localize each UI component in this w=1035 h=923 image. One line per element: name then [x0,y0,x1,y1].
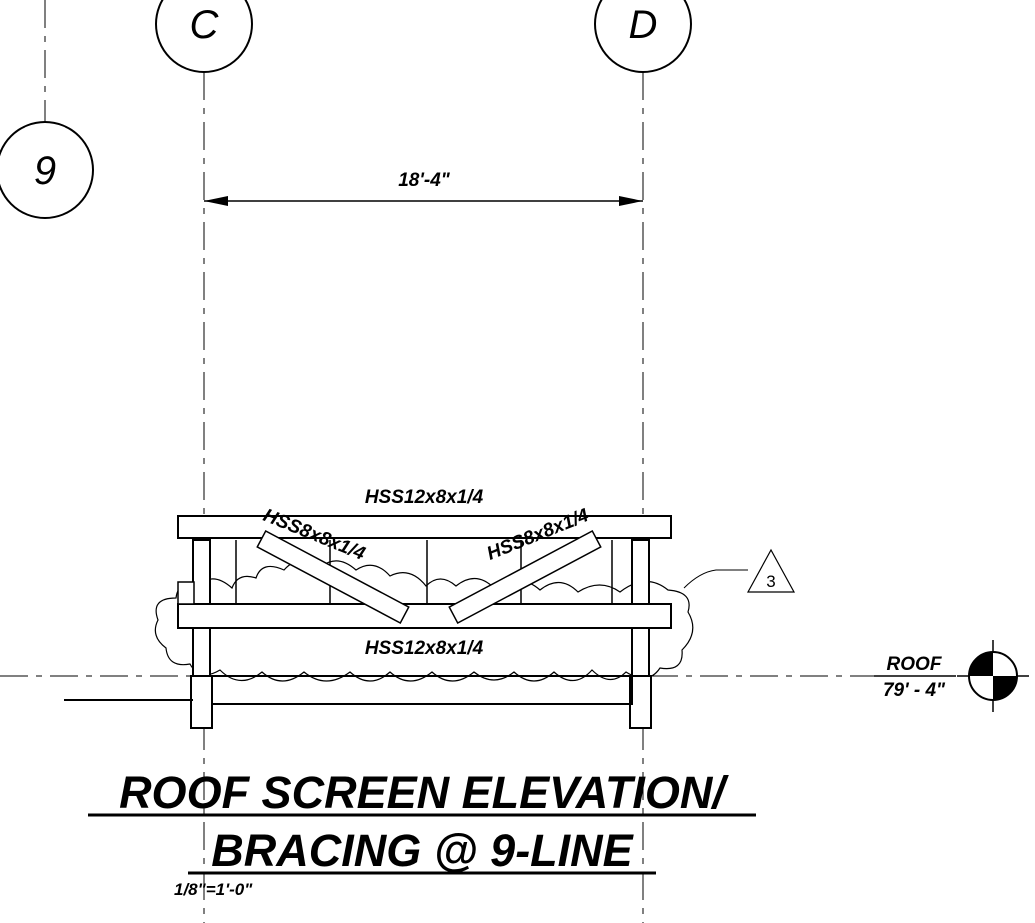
left-brace [256,530,410,624]
grid-bubble-9: 9 [0,121,94,219]
end-clip [177,581,195,605]
revision-tag-number: 3 [766,572,775,591]
post-base-right [629,675,652,729]
label-bottom-beam: HSS12x8x1/4 [365,638,484,659]
bottom-beam [177,603,672,629]
dimension-label: 18'-4" [398,170,451,191]
title-line-2: BRACING @ 9-LINE [211,825,634,876]
label-top-beam: HSS12x8x1/4 [365,487,484,508]
grid-bubble-d: D [594,0,692,73]
title-scale: 1/8"=1'-0" [174,880,253,899]
level-name: ROOF [887,654,943,675]
level-elevation: 79' - 4" [883,680,946,701]
revision-tag: 3 [683,548,796,593]
grid-bubble-c-label: C [190,3,220,47]
level-target-icon [957,640,1029,712]
post-base-left [190,675,213,729]
screen-frame [64,515,672,729]
grid-bubble-9-label: 9 [34,149,56,193]
right-brace [448,530,602,624]
top-beam [177,515,672,539]
grid-bubble-d-label: D [629,3,658,47]
roof-curb [211,675,633,705]
grid-bubble-c: C [155,0,253,73]
title-line-1: ROOF SCREEN ELEVATION/ [119,767,729,818]
dimension-line: 18'-4" [204,170,643,206]
level-marker: ROOF 79' - 4" [874,640,1029,712]
view-title: ROOF SCREEN ELEVATION/ BRACING @ 9-LINE … [88,767,756,899]
